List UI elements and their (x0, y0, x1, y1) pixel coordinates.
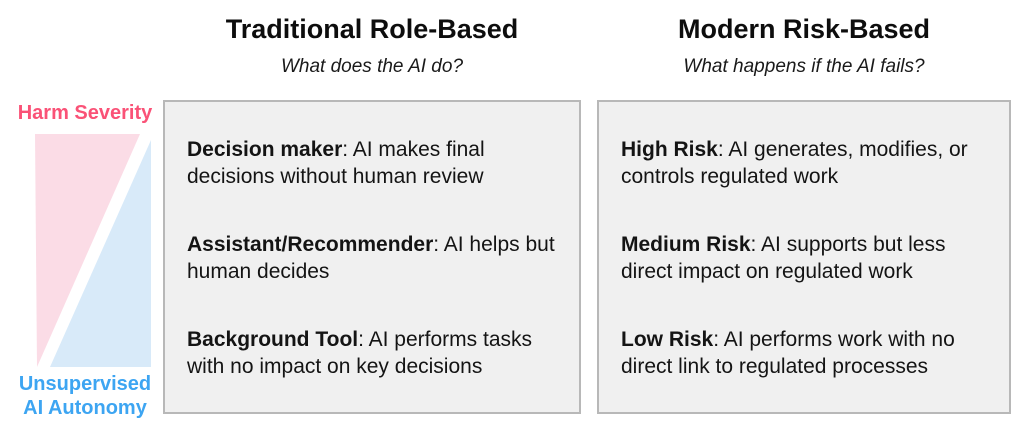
role-term: Decision maker (187, 138, 343, 161)
modern-column-title: Modern Risk-Based (677, 14, 931, 44)
traditional-column-header: Traditional Role-Based What does the AI … (163, 14, 581, 78)
risk-term: High Risk (621, 138, 718, 161)
role-item-decision-maker: Decision maker: AI makes final decisions… (187, 136, 561, 190)
ai-autonomy-label: Unsupervised AI Autonomy (0, 372, 170, 420)
modern-column-header: Modern Risk-Based What happens if the AI… (597, 14, 1011, 78)
ai-autonomy-label-line1: Unsupervised (18, 373, 152, 395)
role-term: Assistant/Recommender (187, 233, 434, 256)
traditional-column-title: Traditional Role-Based (225, 14, 519, 44)
harm-severity-triangle-icon (35, 134, 140, 367)
risk-item-medium: Medium Risk: AI supports but less direct… (621, 231, 991, 285)
role-item-assistant-recommender: Assistant/Recommender: AI helps but huma… (187, 231, 561, 285)
role-description: : AI makes final decisions without human… (187, 138, 485, 188)
risk-description: : AI performs work with no direct link t… (621, 328, 955, 378)
risk-item-high: High Risk: AI generates, modifies, or co… (621, 136, 991, 190)
risk-description: : AI generates, modifies, or controls re… (621, 138, 968, 188)
traditional-role-box: Decision maker: AI makes final decisions… (163, 100, 581, 414)
risk-item-low: Low Risk: AI performs work with no direc… (621, 326, 991, 380)
modern-risk-box: High Risk: AI generates, modifies, or co… (597, 100, 1011, 414)
severity-autonomy-triangles-icon (35, 134, 151, 367)
ai-autonomy-label-line2: AI Autonomy (23, 397, 147, 419)
risk-term: Medium Risk (621, 233, 751, 256)
modern-column-subtitle: What happens if the AI fails? (683, 56, 925, 77)
risk-description: : AI supports but less direct impact on … (621, 233, 946, 283)
traditional-column-subtitle: What does the AI do? (280, 56, 464, 77)
ai-autonomy-triangle-icon (50, 140, 151, 367)
role-item-background-tool: Background Tool: AI performs tasks with … (187, 326, 561, 380)
role-term: Background Tool (187, 328, 359, 351)
role-description: : AI helps but human decides (187, 233, 555, 283)
risk-term: Low Risk (621, 328, 714, 351)
harm-severity-label: Harm Severity (17, 102, 153, 124)
role-description: : AI performs tasks with no impact on ke… (187, 328, 532, 378)
